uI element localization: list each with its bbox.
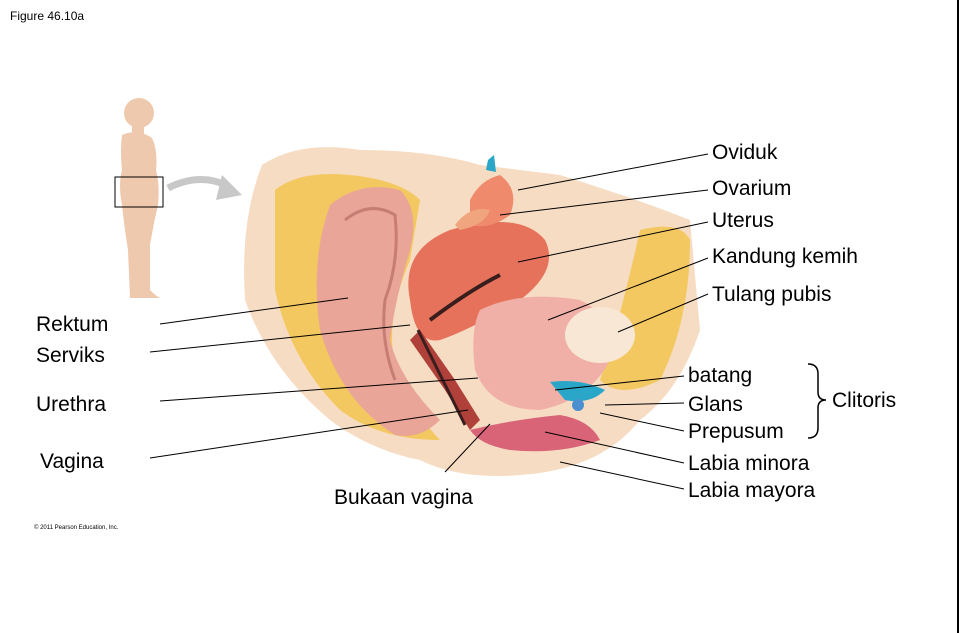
clitoris-brace [807,363,827,439]
label-ovarium: Ovarium [712,177,792,200]
label-batang: batang [688,364,753,387]
label-kandung-kemih: Kandung kemih [712,245,858,268]
pelvis-section [244,147,700,476]
label-vagina: Vagina [40,450,104,473]
zoom-arrow [166,175,230,192]
label-glans: Glans [688,393,743,416]
leader-lines [149,153,709,490]
label-rektum: Rektum [36,313,109,336]
label-tulang-pubis: Tulang pubis [712,283,832,306]
label-urethra: Urethra [36,393,107,416]
label-serviks: Serviks [36,344,105,367]
right-border [957,0,959,633]
label-clitoris: Clitoris [832,389,897,412]
body-silhouette [120,98,160,298]
label-labia-minora: Labia minora [688,452,810,475]
label-prepusum: Prepusum [688,420,784,443]
label-bukaan-vagina: Bukaan vagina [334,486,473,509]
figure-title: Figure 46.10a [10,9,85,23]
zoom-box [114,176,164,208]
label-uterus: Uterus [712,209,774,232]
label-labia-mayora: Labia mayora [688,479,816,502]
copyright-text: © 2011 Pearson Education, Inc. [34,525,119,531]
label-oviduk: Oviduk [712,141,778,164]
